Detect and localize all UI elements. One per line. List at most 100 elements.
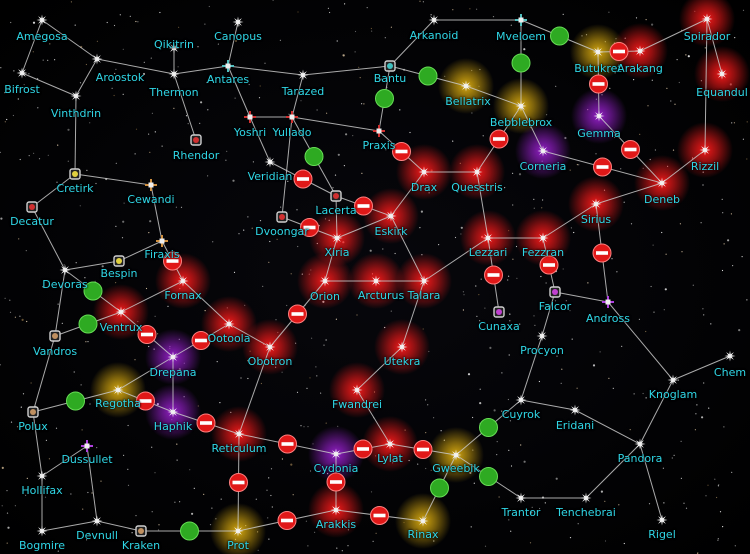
- blockade-icon[interactable]: [592, 243, 612, 263]
- open-lane-icon[interactable]: [479, 418, 498, 437]
- hyperlane-arakang-spirador[interactable]: [639, 18, 708, 52]
- system-chem-icon[interactable]: [724, 350, 736, 362]
- blockade-icon[interactable]: [593, 157, 612, 177]
- system-cydonia-icon[interactable]: [330, 448, 342, 460]
- system-label-qikitrin[interactable]: Qikitrin: [153, 38, 195, 51]
- system-label-eskirk[interactable]: Eskirk: [374, 225, 408, 238]
- blockade-icon[interactable]: [621, 140, 640, 159]
- hyperlane-yoshri-veridian[interactable]: [249, 116, 271, 163]
- open-lane-icon[interactable]: [83, 281, 103, 301]
- blockade-icon[interactable]: [589, 74, 608, 94]
- system-label-sirius[interactable]: Sirius: [580, 213, 612, 226]
- system-label-falcor[interactable]: Falcor: [538, 300, 572, 313]
- system-label-polux[interactable]: Polux: [18, 420, 48, 433]
- system-label-cuyrok[interactable]: Cuyrok: [501, 408, 541, 421]
- system-orion-icon[interactable]: [319, 275, 331, 287]
- system-label-thermon[interactable]: Thermon: [149, 86, 199, 99]
- system-label-obotron[interactable]: Obotron: [247, 355, 293, 368]
- system-label-corneria[interactable]: Corneria: [519, 160, 567, 173]
- system-label-cretirk[interactable]: Cretirk: [56, 182, 94, 195]
- system-label-bellatrix[interactable]: Bellatrix: [445, 95, 491, 108]
- system-talara-icon[interactable]: [418, 275, 430, 287]
- system-cunaxa-icon[interactable]: [493, 306, 505, 318]
- hyperlane-cewandi-firaxis[interactable]: [150, 184, 163, 242]
- system-dvoongar-icon[interactable]: [276, 211, 288, 223]
- system-amegosa-icon[interactable]: [36, 14, 48, 26]
- system-label-dvoongar[interactable]: Dvoongar: [255, 225, 309, 238]
- system-sirius-icon[interactable]: [590, 198, 602, 210]
- hyperlane-antares-yoshri[interactable]: [227, 65, 251, 118]
- system-bespin-icon[interactable]: [113, 255, 125, 267]
- system-rigel-icon[interactable]: [656, 514, 668, 526]
- system-label-drax[interactable]: Drax: [410, 181, 438, 194]
- system-rhendor-icon[interactable]: [190, 134, 202, 146]
- blockade-icon[interactable]: [288, 304, 307, 324]
- system-ootoola-icon[interactable]: [223, 318, 235, 330]
- open-lane-icon[interactable]: [66, 391, 85, 411]
- system-reticulum-icon[interactable]: [233, 428, 245, 440]
- system-xiria-icon[interactable]: [331, 232, 343, 244]
- system-label-trantor[interactable]: Trantor: [501, 506, 541, 519]
- system-label-eridani[interactable]: Eridani: [555, 419, 595, 432]
- system-label-aroostok[interactable]: Aroostok: [95, 71, 145, 84]
- system-label-vandros[interactable]: Vandros: [32, 345, 78, 358]
- system-label-knoglam[interactable]: Knoglam: [648, 388, 698, 401]
- system-label-pandora[interactable]: Pandora: [617, 452, 663, 465]
- hyperlane-cretirk-cewandi[interactable]: [74, 173, 152, 186]
- system-trantor-icon[interactable]: [515, 492, 527, 504]
- hyperlane-yullado-praxis[interactable]: [291, 116, 380, 132]
- system-label-devnull[interactable]: Devnull: [76, 529, 118, 542]
- hyperlane-spirador-equandul[interactable]: [706, 18, 723, 75]
- hyperlane-falcor-procyon[interactable]: [541, 291, 556, 337]
- hyperlane-devnull-kraken[interactable]: [96, 520, 142, 532]
- system-label-yoshri[interactable]: Yoshri: [233, 126, 267, 139]
- system-gweebik-icon[interactable]: [450, 449, 462, 461]
- hyperlane-antares-canopus[interactable]: [227, 21, 239, 67]
- hyperlane-antares-tarazed[interactable]: [227, 65, 304, 76]
- blockade-icon[interactable]: [609, 42, 629, 61]
- blockade-icon[interactable]: [539, 255, 559, 275]
- system-cuyrok-icon[interactable]: [515, 394, 527, 406]
- system-fezzran-icon[interactable]: [537, 232, 549, 244]
- system-eskirk-icon[interactable]: [385, 210, 397, 222]
- system-label-canopus[interactable]: Canopus: [214, 30, 262, 43]
- system-lylat-icon[interactable]: [384, 438, 396, 450]
- hyperlane-devoras-vandros[interactable]: [54, 269, 66, 337]
- system-label-xiria[interactable]: Xiria: [324, 246, 350, 259]
- blockade-icon[interactable]: [277, 511, 297, 530]
- system-arakkis-icon[interactable]: [330, 504, 342, 516]
- hyperlane-cretirk-decatur[interactable]: [31, 173, 76, 208]
- system-label-veridian[interactable]: Veridian: [247, 170, 293, 183]
- system-label-antares[interactable]: Antares: [206, 73, 250, 86]
- blockade-icon[interactable]: [278, 434, 297, 454]
- hyperlane-aroostok-thermon[interactable]: [96, 58, 175, 75]
- hyperlane-dussullet-hollifax[interactable]: [41, 445, 88, 477]
- hyperlane-polux-vandros[interactable]: [32, 335, 56, 413]
- system-label-gweebik[interactable]: Gweebik: [432, 462, 480, 475]
- system-label-ootoola[interactable]: Ootoola: [207, 332, 251, 345]
- system-lacerta-icon[interactable]: [330, 190, 342, 202]
- system-label-tenchebrai[interactable]: Tenchebrai: [556, 506, 616, 519]
- system-label-yullado[interactable]: Yullado: [272, 126, 312, 139]
- open-lane-icon[interactable]: [180, 521, 199, 541]
- system-label-spirador[interactable]: Spirador: [683, 30, 731, 43]
- system-label-bogmire[interactable]: Bogmire: [18, 539, 66, 552]
- system-hollifax-icon[interactable]: [36, 470, 48, 482]
- hyperlane-firaxis-bespin[interactable]: [118, 240, 163, 262]
- hyperlane-drax-eskirk[interactable]: [390, 171, 425, 217]
- system-label-arkanoid[interactable]: Arkanoid: [409, 29, 459, 42]
- hyperlane-aroostok-vinthdrin[interactable]: [75, 58, 98, 97]
- hyperlane-yullado-dvoongar[interactable]: [281, 116, 293, 218]
- hyperlane-obotron-reticulum[interactable]: [238, 346, 271, 435]
- hyperlane-spirador-rizzil[interactable]: [704, 18, 708, 151]
- blockade-icon[interactable]: [489, 129, 509, 149]
- system-label-procyon[interactable]: Procyon: [520, 344, 564, 357]
- system-label-rhendor[interactable]: Rhendor: [172, 149, 220, 162]
- system-label-decatur[interactable]: Decatur: [10, 215, 54, 228]
- system-bantu-icon[interactable]: [384, 60, 396, 72]
- system-devoras-icon[interactable]: [59, 264, 71, 276]
- system-veridian-icon[interactable]: [264, 156, 276, 168]
- system-label-lylat[interactable]: Lylat: [377, 452, 403, 465]
- hyperlane-xiria-eskirk[interactable]: [336, 215, 392, 239]
- system-drax-icon[interactable]: [418, 166, 430, 178]
